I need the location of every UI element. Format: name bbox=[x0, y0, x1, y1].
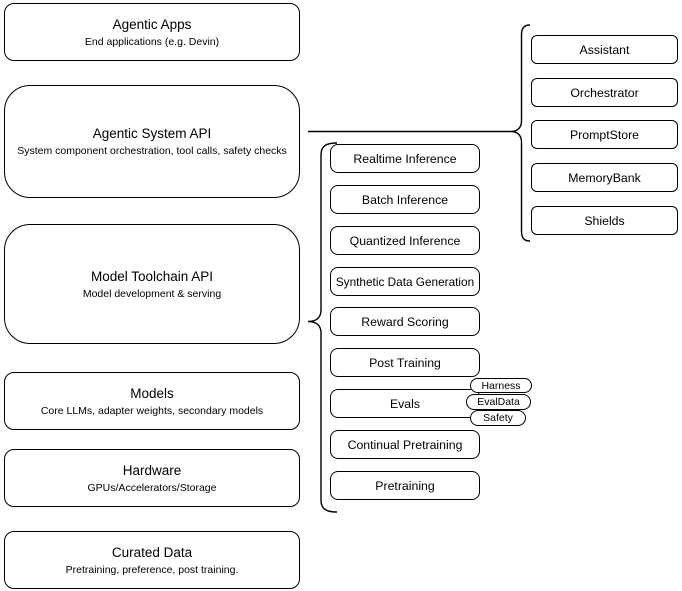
node-continual-pretraining: Continual Pretraining bbox=[330, 430, 480, 459]
node-label: Orchestrator bbox=[570, 85, 639, 100]
node-label: Continual Pretraining bbox=[347, 437, 463, 452]
node-models: Models Core LLMs, adapter weights, secon… bbox=[4, 372, 300, 430]
system-components-group-brace bbox=[510, 24, 531, 242]
node-agentic-system-api: Agentic System API System component orch… bbox=[4, 85, 300, 198]
node-title: Curated Data bbox=[111, 544, 193, 560]
pill-harness: Harness bbox=[470, 378, 532, 393]
node-synthetic-data-generation: Synthetic Data Generation bbox=[330, 267, 480, 296]
node-subtitle: Core LLMs, adapter weights, secondary mo… bbox=[40, 404, 264, 417]
node-reward-scoring: Reward Scoring bbox=[330, 307, 480, 336]
node-model-toolchain-api: Model Toolchain API Model development & … bbox=[4, 224, 300, 344]
node-subtitle: GPUs/Accelerators/Storage bbox=[87, 481, 217, 494]
pill-evaldata: EvalData bbox=[466, 394, 531, 410]
node-batch-inference: Batch Inference bbox=[330, 185, 480, 214]
node-label: Reward Scoring bbox=[361, 314, 449, 329]
node-label: Post Training bbox=[369, 355, 441, 370]
node-label: MemoryBank bbox=[568, 170, 641, 185]
node-label: Evals bbox=[389, 396, 421, 411]
node-label: Pretraining bbox=[375, 478, 435, 493]
node-label: PromptStore bbox=[569, 127, 640, 142]
node-post-training: Post Training bbox=[330, 348, 480, 377]
node-title: Agentic Apps bbox=[112, 16, 192, 32]
node-label: Synthetic Data Generation bbox=[335, 274, 475, 289]
node-hardware: Hardware GPUs/Accelerators/Storage bbox=[4, 449, 300, 507]
node-subtitle: End applications (e.g. Devin) bbox=[84, 35, 220, 48]
node-memorybank: MemoryBank bbox=[531, 163, 678, 192]
node-assistant: Assistant bbox=[531, 35, 678, 64]
node-promptstore: PromptStore bbox=[531, 120, 678, 149]
node-title: Models bbox=[130, 385, 174, 401]
node-subtitle: System component orchestration, tool cal… bbox=[17, 145, 287, 157]
node-evals: Evals bbox=[330, 389, 480, 418]
node-label: Quantized Inference bbox=[349, 233, 461, 248]
pill-safety: Safety bbox=[470, 410, 526, 426]
node-shields: Shields bbox=[531, 206, 678, 235]
node-title: Model Toolchain API bbox=[90, 268, 214, 284]
pill-label: EvalData bbox=[477, 396, 520, 408]
node-label: Batch Inference bbox=[361, 192, 449, 207]
node-realtime-inference: Realtime Inference bbox=[330, 144, 480, 173]
node-orchestrator: Orchestrator bbox=[531, 78, 678, 107]
node-agentic-apps: Agentic Apps End applications (e.g. Devi… bbox=[4, 3, 300, 61]
node-label: Assistant bbox=[579, 42, 630, 57]
node-subtitle: Model development & serving bbox=[82, 287, 222, 300]
node-pretraining: Pretraining bbox=[330, 471, 480, 500]
node-title: Agentic System API bbox=[92, 126, 212, 141]
pill-label: Harness bbox=[481, 379, 521, 392]
node-label: Realtime Inference bbox=[353, 151, 457, 166]
pill-label: Safety bbox=[483, 412, 513, 424]
node-curated-data: Curated Data Pretraining, preference, po… bbox=[4, 531, 300, 589]
node-quantized-inference: Quantized Inference bbox=[330, 226, 480, 255]
node-label: Shields bbox=[584, 213, 625, 228]
node-subtitle: Pretraining, preference, post training. bbox=[65, 563, 239, 576]
node-title: Hardware bbox=[122, 462, 182, 478]
